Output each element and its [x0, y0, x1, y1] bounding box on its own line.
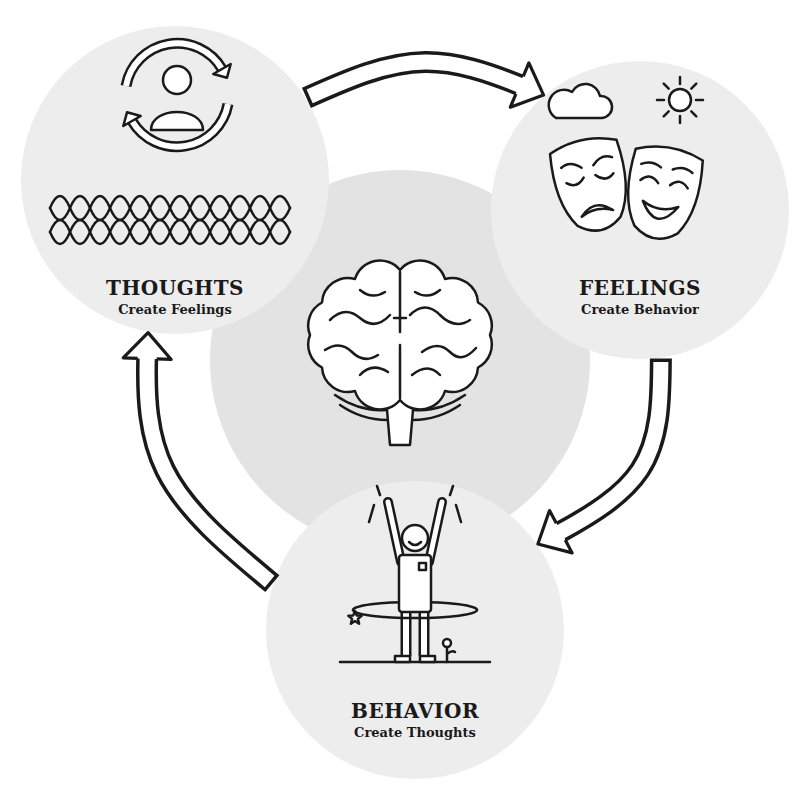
text-stack: THOUGHTSCreate Feelings [20, 276, 330, 320]
arrow-shaft-fill [538, 359, 661, 544]
arrow-head [538, 511, 572, 553]
brain-outline [386, 398, 414, 445]
cycle-arrow [538, 359, 661, 553]
arrow-head [123, 333, 171, 360]
node-heading: THOUGHTS [20, 276, 330, 300]
concept-circle: FEELINGSCreate Behavior [490, 60, 790, 360]
brain-cerebellum-line [335, 395, 465, 420]
node-heading: BEHAVIOR [265, 699, 565, 723]
brain-icon [308, 260, 492, 445]
arrow-shaft-fill [147, 333, 272, 584]
cycle-arrow [306, 62, 543, 107]
node-subtitle: Create Feelings [20, 300, 330, 320]
arrow-shaft-outline [538, 359, 661, 544]
text-stack: FEELINGSCreate Behavior [490, 276, 790, 320]
brain-outline [308, 260, 492, 409]
node-subtitle: Create Behavior [490, 300, 790, 320]
text-stack: BEHAVIORCreate Thoughts [265, 699, 565, 743]
concept-circle: THOUGHTSCreate Feelings [20, 25, 330, 335]
arrow-shaft-fill [306, 62, 543, 98]
cycle-arrow [123, 333, 272, 584]
circle-outline [491, 61, 789, 359]
concept-circle: BEHAVIORCreate Thoughts [265, 480, 565, 780]
node-heading: FEELINGS [490, 276, 790, 300]
arrow-head [510, 63, 543, 107]
node-subtitle: Create Thoughts [265, 723, 565, 743]
arrow-shaft-outline [306, 62, 543, 98]
brain-fold-line [325, 272, 476, 398]
circle-outline [266, 481, 564, 779]
circle-outline [21, 26, 329, 334]
arrow-shaft-outline [147, 333, 272, 584]
